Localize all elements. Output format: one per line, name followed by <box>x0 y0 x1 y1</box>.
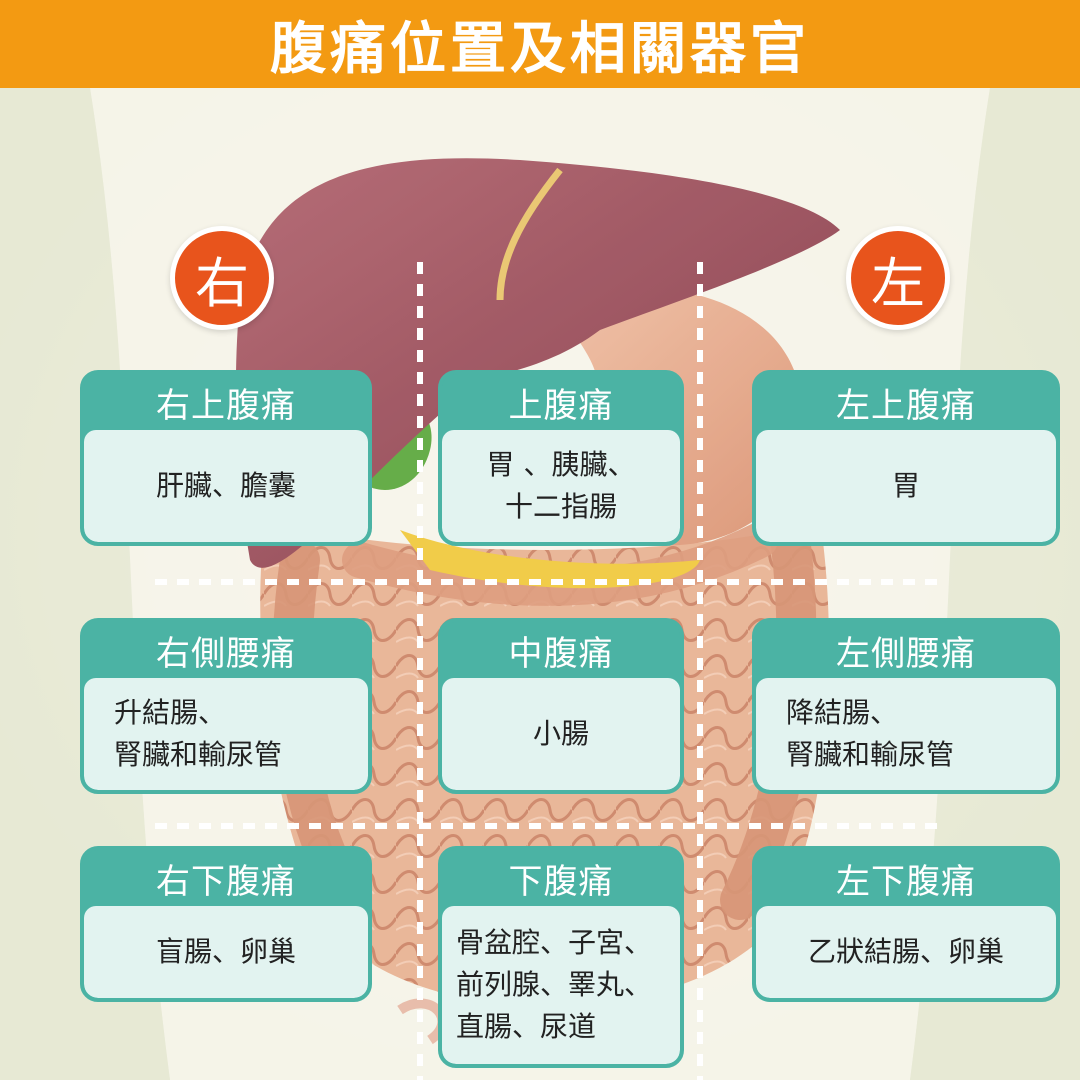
region-organs-box: 胃 <box>756 430 1056 542</box>
region-organs-box: 小腸 <box>442 678 680 790</box>
region-card-right-lower: 右下腹痛 盲腸、卵巢 <box>80 846 372 1002</box>
region-organs: 降結腸、 腎臟和輸尿管 <box>786 696 955 771</box>
region-title: 左下腹痛 <box>836 861 976 902</box>
region-organs-box: 盲腸、卵巢 <box>84 906 368 998</box>
region-organs-box: 骨盆腔、子宮、 前列腺、睪丸、 直腸、尿道 <box>442 906 680 1064</box>
region-card-middle: 中腹痛 小腸 <box>438 618 684 794</box>
region-organs: 小腸 <box>532 717 589 750</box>
region-organs: 升結腸、 腎臟和輸尿管 <box>114 696 283 771</box>
region-card-left-flank: 左側腰痛 降結腸、 腎臟和輸尿管 <box>752 618 1060 794</box>
region-card-left-upper: 左上腹痛 胃 <box>752 370 1060 546</box>
title-banner: 腹痛位置及相關器官 <box>0 0 1080 88</box>
region-organs-box: 升結腸、 腎臟和輸尿管 <box>84 678 368 790</box>
region-organs: 骨盆腔、子宮、 前列腺、睪丸、 直腸、尿道 <box>456 926 653 1043</box>
region-title: 下腹痛 <box>508 861 614 902</box>
region-organs-box: 肝臟、膽囊 <box>84 430 368 542</box>
region-organs-box: 乙狀結腸、卵巢 <box>756 906 1056 998</box>
region-organs: 肝臟、膽囊 <box>155 469 296 502</box>
region-card-right-flank: 右側腰痛 升結腸、 腎臟和輸尿管 <box>80 618 372 794</box>
page-title: 腹痛位置及相關器官 <box>270 16 810 82</box>
region-organs-box: 降結腸、 腎臟和輸尿管 <box>756 678 1056 790</box>
region-organs: 乙狀結腸、卵巢 <box>807 935 1004 968</box>
region-title: 右下腹痛 <box>156 861 296 902</box>
region-card-left-lower: 左下腹痛 乙狀結腸、卵巢 <box>752 846 1060 1002</box>
region-card-upper: 上腹痛 胃 、胰臟、 十二指腸 <box>438 370 684 546</box>
right-side-badge: 右 <box>170 226 274 330</box>
region-organs: 胃 <box>891 469 920 502</box>
region-title: 左側腰痛 <box>836 633 976 674</box>
region-card-lower: 下腹痛 骨盆腔、子宮、 前列腺、睪丸、 直腸、尿道 <box>438 846 684 1068</box>
region-title: 中腹痛 <box>508 633 614 674</box>
region-title: 右上腹痛 <box>156 385 296 426</box>
region-card-right-upper: 右上腹痛 肝臟、膽囊 <box>80 370 372 546</box>
region-title: 上腹痛 <box>508 385 614 426</box>
region-title: 右側腰痛 <box>156 633 296 674</box>
region-organs: 胃 、胰臟、 十二指腸 <box>486 448 636 523</box>
region-organs: 盲腸、卵巢 <box>155 935 296 968</box>
region-title: 左上腹痛 <box>836 385 976 426</box>
left-side-badge: 左 <box>846 226 950 330</box>
region-organs-box: 胃 、胰臟、 十二指腸 <box>442 430 680 542</box>
